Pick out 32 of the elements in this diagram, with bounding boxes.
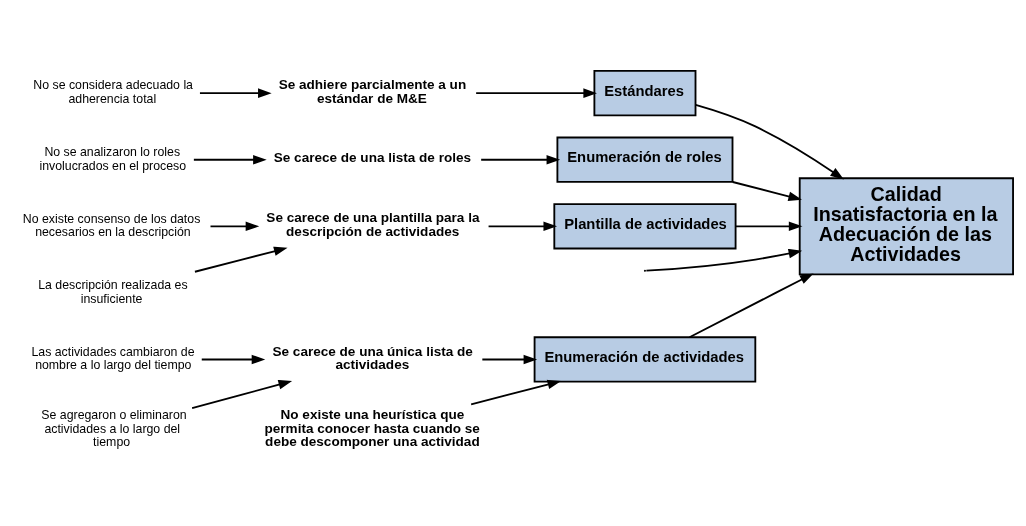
arrow	[191, 380, 293, 410]
node-text: La descripción realizada es insuficiente	[38, 278, 188, 306]
node-text: Se carece de una lista de roles	[273, 149, 472, 165]
node-box: Enumeración de actividades	[533, 336, 757, 383]
arrow	[688, 273, 814, 339]
arrow	[194, 246, 288, 273]
arrow	[694, 104, 844, 180]
node-box: Enumeración de roles	[556, 136, 734, 183]
node-text: Se carece de una única lista de actividades	[272, 343, 473, 373]
node-text: Se adhiere parcialmente a un estándar de M&E	[278, 77, 467, 106]
node-text: No existe consenso de los datos necesarios en la descripción	[22, 211, 201, 240]
node-text: Se carece de una plantilla para la descripción de actividades	[266, 210, 480, 239]
arrow	[481, 354, 538, 365]
arrow	[480, 154, 561, 165]
node-text: No se considera adecuado la adherencia total	[33, 78, 193, 106]
arrow	[200, 354, 266, 365]
arrow	[487, 221, 558, 232]
arrow	[731, 181, 802, 201]
arrow	[192, 154, 267, 165]
node-text: Las actividades cambiaron de nombre a lo largo del tiempo	[31, 344, 195, 373]
arrow	[645, 248, 803, 272]
node-box: Plantilla de actividades	[553, 203, 737, 250]
arrow	[199, 88, 272, 98]
node-text: Se agregaron o eliminaron actividades a lo largo del tiempo	[41, 408, 187, 450]
arrow	[475, 88, 597, 98]
node-box: Calidad Insatisfactoria en la Adecuación de las Actividades	[798, 177, 1014, 276]
arrow	[209, 221, 260, 232]
node-text: No se analizaron lo roles involucrados en el proceso	[39, 145, 187, 173]
node-box: Estándares	[593, 70, 697, 117]
arrow	[734, 221, 803, 232]
arrow	[470, 379, 562, 406]
node-text: No existe una heurística que permita conocer hasta cuando se debe descomponer una actividad	[264, 407, 480, 450]
